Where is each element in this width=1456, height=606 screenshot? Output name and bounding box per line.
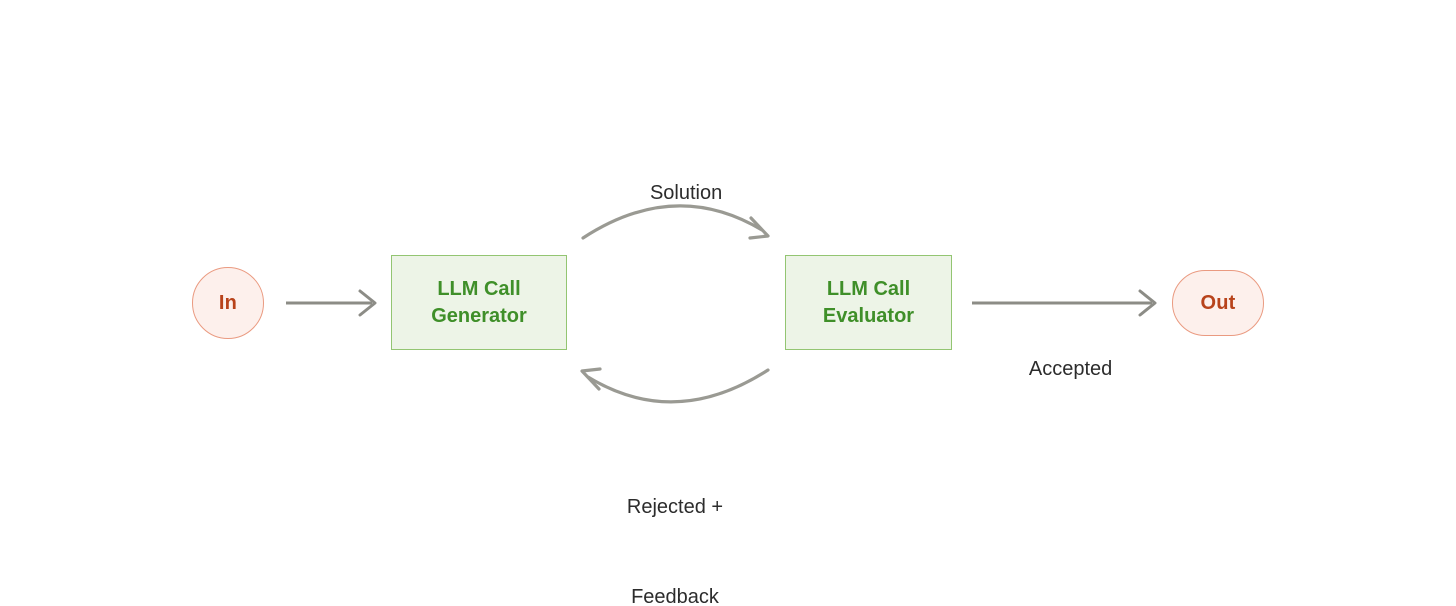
node-llm-call-generator-label-line2: Generator [431, 304, 527, 327]
node-llm-call-evaluator[interactable]: LLM Call Evaluator [785, 255, 952, 350]
edge-label-solution-text: Solution [649, 182, 723, 204]
edge-generator-to-evaluator [581, 204, 770, 240]
edge-input-to-generator [286, 289, 377, 317]
node-llm-call-evaluator-label-line2: Evaluator [822, 304, 915, 327]
edge-evaluator-to-generator-arrowhead [580, 367, 602, 391]
edge-evaluator-to-output-arrowhead [1138, 289, 1157, 317]
edge-evaluator-to-generator-curve [586, 368, 770, 404]
node-llm-call-generator-label-line1: LLM Call [437, 277, 521, 300]
node-llm-call-generator[interactable]: LLM Call Generator [391, 255, 567, 350]
edge-label-rejected-feedback-line2: Feedback [631, 586, 719, 606]
node-input[interactable]: In [192, 267, 264, 339]
edge-label-rejected-feedback: Rejected + Feedback [575, 432, 775, 606]
edge-generator-to-evaluator-curve [581, 204, 764, 240]
node-input-label: In [218, 291, 238, 314]
edge-label-solution: Solution [575, 148, 775, 238]
edge-label-rejected-feedback-line1: Rejected + [626, 496, 724, 518]
edge-input-to-generator-arrowhead [358, 289, 377, 317]
node-llm-call-evaluator-label-line1: LLM Call [826, 277, 911, 300]
edge-label-accepted: Accepted [960, 324, 1160, 414]
edge-generator-to-evaluator-arrowhead [748, 216, 770, 240]
node-output-label: Out [1200, 291, 1236, 314]
node-output[interactable]: Out [1172, 270, 1264, 336]
edge-evaluator-to-output [972, 289, 1157, 317]
edge-label-accepted-text: Accepted [1028, 358, 1113, 380]
edge-evaluator-to-generator [580, 367, 770, 404]
